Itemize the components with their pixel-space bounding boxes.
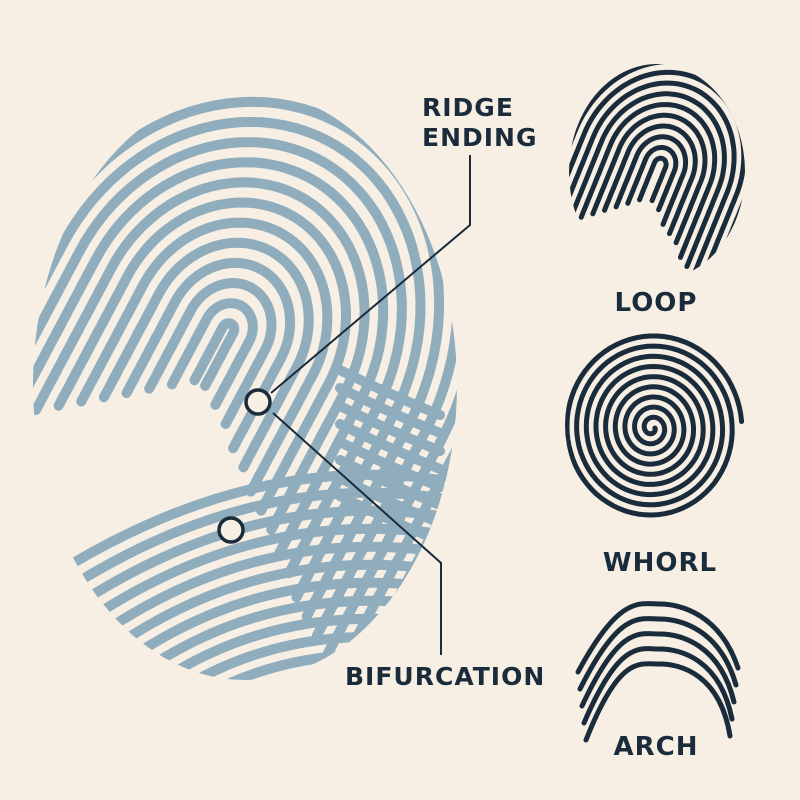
ridge [76, 217, 333, 497]
ridge-ending-label: RIDGE ENDING [422, 93, 538, 153]
arch-ridge [579, 631, 737, 709]
ridge [335, 365, 445, 420]
loop-ridge [569, 80, 737, 279]
arch-label: ARCH [613, 732, 699, 762]
ridge [335, 383, 445, 438]
ridge [33, 177, 370, 535]
loop-ridge [569, 91, 727, 269]
ridge [144, 277, 277, 429]
ridge [53, 197, 352, 516]
loop-ridge [578, 102, 718, 260]
ridge [335, 419, 445, 474]
loop-ridge [613, 134, 689, 227]
ridge [335, 401, 445, 456]
arch-ridge [575, 601, 741, 675]
whorl-ridge [565, 333, 745, 518]
ridge-ending-label-line2: ENDING [422, 123, 538, 152]
ridge [98, 237, 314, 473]
ridge [121, 257, 296, 454]
ridge [33, 90, 457, 680]
loop-ridge [569, 69, 745, 280]
ridge [335, 455, 445, 510]
bifurcation-marker-icon[interactable] [217, 516, 245, 544]
ridge [166, 298, 258, 410]
loop-label: LOOP [614, 288, 698, 318]
ridge [33, 90, 457, 665]
whorl-pattern-icon [565, 333, 745, 518]
ridge-ending-connector-line [270, 155, 471, 394]
loop-ridge [590, 112, 708, 246]
ridge-ending-label-line1: RIDGE [422, 93, 514, 122]
arch-ridge [581, 646, 735, 726]
ridge [189, 318, 240, 391]
ridge [33, 487, 445, 613]
arch-ridge [583, 661, 733, 743]
arch-ridge [577, 616, 739, 692]
whorl-label: WHORL [602, 548, 718, 578]
ridge [33, 469, 445, 595]
bifurcation-label: BIFURCATION [345, 662, 546, 691]
loop-ridge [625, 145, 679, 213]
ridge [97, 631, 445, 680]
arch-pattern-icon [575, 601, 741, 743]
ridge-ending-marker-icon[interactable] [244, 388, 272, 416]
ridge [335, 437, 445, 492]
loop-ridge [637, 155, 669, 204]
loop-ridge [602, 123, 698, 237]
ridge [81, 595, 445, 680]
ridge [33, 157, 389, 560]
bifurcation-connector-line [272, 412, 442, 655]
